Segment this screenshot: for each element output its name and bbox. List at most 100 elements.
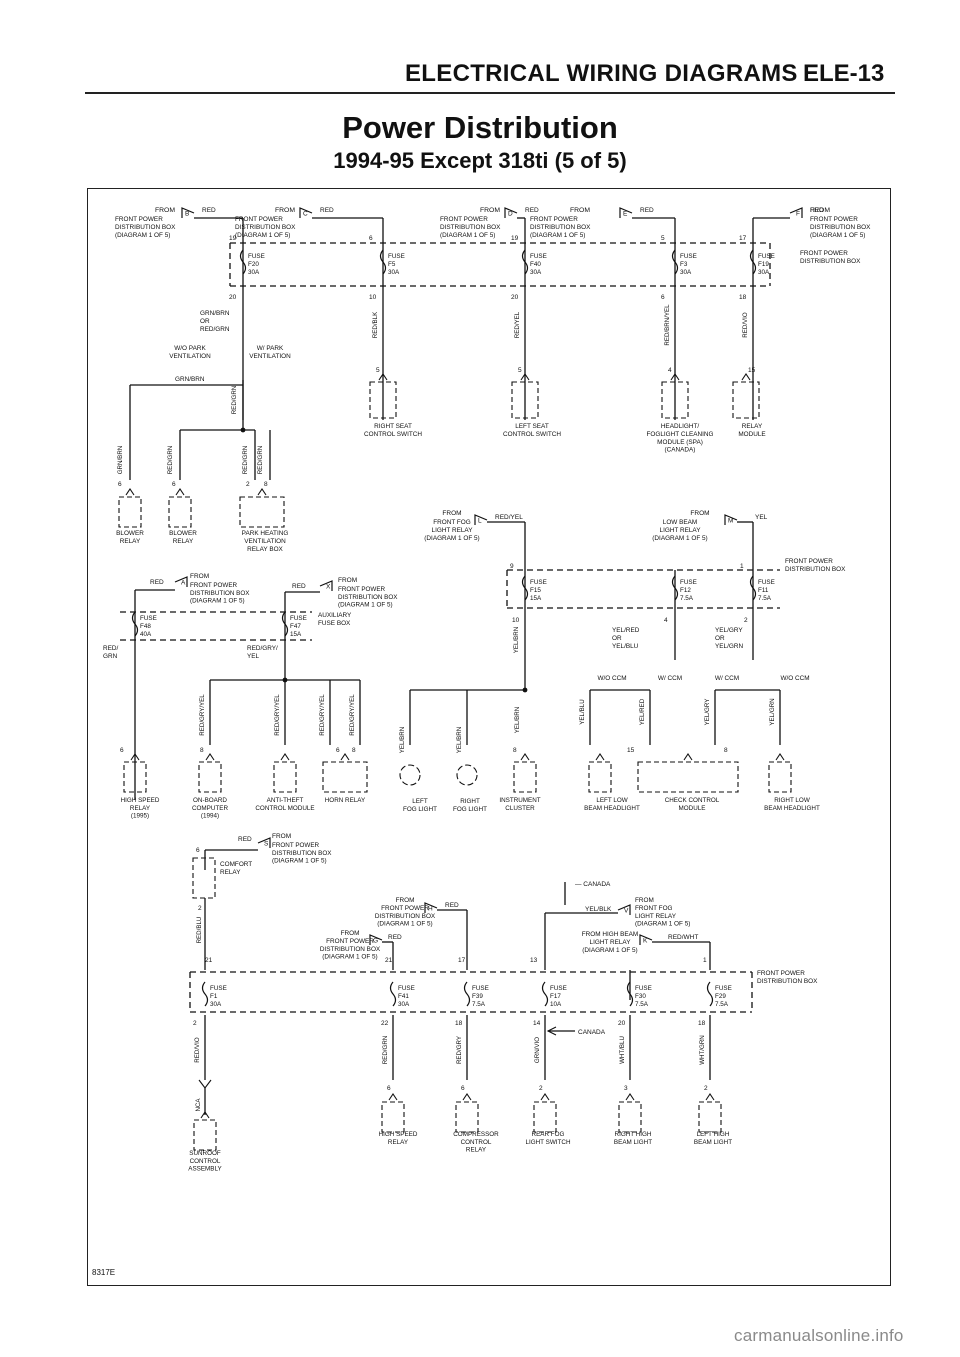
pin-number: 8 bbox=[264, 481, 268, 488]
fuse-id: F30 bbox=[635, 993, 646, 1000]
figure-ref-code: 8317E bbox=[92, 1268, 116, 1277]
wire-color-label: RED/GRY/YEL bbox=[274, 694, 281, 736]
fuse-label: FUSE bbox=[550, 985, 567, 992]
component-name: HIGH SPEED bbox=[121, 797, 160, 804]
component-name: RELAY bbox=[220, 869, 241, 876]
connector-letter: L bbox=[478, 518, 482, 525]
fuse-rating: 30A bbox=[758, 269, 770, 276]
bottom-load-outline bbox=[455, 1101, 479, 1133]
diagram-title: Power Distribution bbox=[342, 110, 618, 145]
from-label: FROM bbox=[690, 510, 709, 517]
fuse-rating: 30A bbox=[530, 269, 542, 276]
component-name: BLOWER bbox=[169, 530, 197, 537]
component-name: RIGHT SEAT bbox=[374, 423, 412, 430]
connector-flag bbox=[504, 207, 518, 218]
connector-flag bbox=[369, 934, 383, 945]
source-description: (DIAGRAM 1 OF 5) bbox=[235, 232, 290, 239]
source-description: (DIAGRAM 1 OF 5) bbox=[272, 858, 327, 865]
fuse-rating: 7.5A bbox=[680, 595, 694, 602]
option-label: W/O PARK bbox=[174, 345, 206, 352]
seat-switch-outline bbox=[511, 381, 539, 419]
wire-color-label: RED bbox=[292, 583, 306, 590]
fuse-id: F11 bbox=[758, 587, 769, 594]
component-name: LIGHT SWITCH bbox=[525, 1139, 570, 1146]
fuse-box-name: AUXILIARY bbox=[318, 612, 352, 619]
pin-number: 6 bbox=[118, 481, 122, 488]
pin-number: 8 bbox=[513, 747, 517, 754]
component-name: PARK HEATING bbox=[242, 530, 289, 537]
bottom-load-outline bbox=[381, 1101, 405, 1133]
component-name: CONTROL MODULE bbox=[255, 805, 314, 812]
pin-number: 6 bbox=[661, 294, 665, 301]
pin-number: 1 bbox=[703, 957, 707, 964]
fuse-box-name: DISTRIBUTION BOX bbox=[800, 258, 861, 265]
connector-flag bbox=[474, 514, 488, 525]
from-label: FROM bbox=[570, 207, 590, 214]
fuse-symbol bbox=[521, 575, 529, 601]
fuse-symbol bbox=[201, 981, 209, 1007]
wire-color-label: RED bbox=[320, 207, 334, 214]
option-label: W/ CCM bbox=[715, 675, 739, 682]
bottom-load-outline bbox=[533, 1101, 557, 1133]
wire-color-label: YEL/BRN bbox=[399, 727, 406, 753]
pin-number: 1 bbox=[740, 563, 744, 570]
component-name: COMFORT bbox=[220, 861, 252, 868]
component-name: RELAY bbox=[388, 1139, 409, 1146]
wire-color-label: GRN/VIO bbox=[534, 1037, 541, 1063]
fuse-rating: 7.5A bbox=[715, 1001, 729, 1008]
fuse-label: FUSE bbox=[398, 985, 415, 992]
pin-number: 10 bbox=[369, 294, 377, 301]
component-name: RIGHT HIGH bbox=[615, 1131, 652, 1138]
wire-color-label: RED/GRN bbox=[242, 446, 249, 475]
pin-number: 18 bbox=[739, 294, 747, 301]
source-description: FRONT POWER bbox=[190, 582, 238, 589]
wire-color-label: YEL/BLK bbox=[585, 906, 612, 913]
connector-flag bbox=[789, 207, 803, 218]
high-speed-relay-outline bbox=[123, 761, 147, 793]
pin-number: 6 bbox=[120, 747, 124, 754]
fuse-rating: 30A bbox=[398, 1001, 410, 1008]
pin-arrow bbox=[388, 1093, 398, 1101]
header-rule bbox=[85, 92, 895, 94]
fuse-rating: 7.5A bbox=[635, 1001, 649, 1008]
wire-color-label: RED bbox=[810, 207, 824, 214]
source-description: FRONT POWER bbox=[235, 216, 283, 223]
pin-number: 18 bbox=[455, 1020, 463, 1027]
fuse-rating: 7.5A bbox=[758, 595, 772, 602]
from-label: FROM bbox=[338, 577, 357, 584]
connector-flag bbox=[319, 580, 333, 591]
pin-number: 6 bbox=[387, 1085, 391, 1092]
component-name: BEAM HEADLIGHT bbox=[764, 805, 820, 812]
pin-number: 19 bbox=[511, 235, 519, 242]
pin-arrow bbox=[595, 753, 605, 761]
fuse-rating: 30A bbox=[680, 269, 692, 276]
fuse-rating: 7.5A bbox=[472, 1001, 486, 1008]
pin-number: 20 bbox=[229, 294, 237, 301]
connector-letter: M bbox=[728, 518, 733, 525]
fuse-label: FUSE bbox=[290, 615, 307, 622]
fuse-box-name: DISTRIBUTION BOX bbox=[785, 566, 846, 573]
connector-letter: F bbox=[796, 211, 800, 218]
wire-color-label: YEL/BLU bbox=[612, 643, 639, 650]
component-name: (1995) bbox=[131, 813, 149, 820]
wire-color-label: YEL/RED bbox=[612, 627, 640, 634]
source-description: LIGHT RELAY bbox=[590, 939, 632, 946]
wire-color-label: RED/GRN bbox=[231, 386, 238, 415]
wire-color-label: RED/GRY/ bbox=[247, 645, 278, 652]
from-label: FROM bbox=[155, 207, 175, 214]
pin-arrow bbox=[741, 373, 751, 381]
source-description: FROM HIGH BEAM bbox=[582, 931, 638, 938]
fuse-box-name: FRONT POWER bbox=[800, 250, 848, 257]
splice-dot bbox=[522, 687, 528, 693]
fuse-rating: 30A bbox=[248, 269, 260, 276]
component-name: LEFT HIGH bbox=[697, 1131, 730, 1138]
source-description: FRONT POWER bbox=[810, 216, 858, 223]
page-header bbox=[85, 55, 895, 100]
pin-number: 20 bbox=[511, 294, 519, 301]
pin-number: 9 bbox=[510, 563, 514, 570]
pin-arrow bbox=[200, 1111, 210, 1119]
fuse-label: FUSE bbox=[210, 985, 227, 992]
from-label: FROM bbox=[442, 510, 461, 517]
wire-color-label: YEL/RED bbox=[639, 698, 646, 725]
